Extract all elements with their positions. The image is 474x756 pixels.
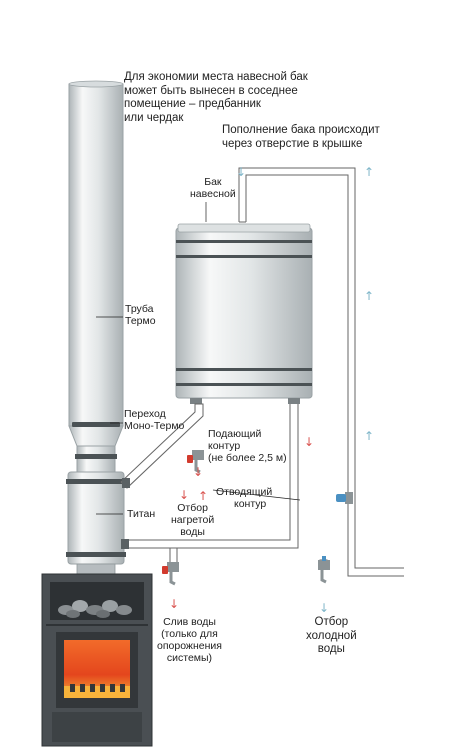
cold-outlet-label: Отбор холодной воды bbox=[306, 616, 357, 657]
titan-label-line: Титан bbox=[127, 508, 156, 520]
stove bbox=[41, 573, 153, 747]
transition-label-line: Переход bbox=[124, 408, 166, 420]
supply-circuit-label: Подающий контур (не более 2,5 м) bbox=[208, 428, 287, 464]
drain-label-line: системы) bbox=[166, 652, 213, 664]
tank-label: Бак навесной bbox=[190, 176, 236, 200]
refill-note-line: Пополнение бака происходит bbox=[222, 124, 380, 136]
leader-lines bbox=[96, 202, 301, 515]
top-note-line: или чердак bbox=[124, 111, 184, 124]
drain-valve bbox=[162, 562, 179, 586]
tank-label-line: навесной bbox=[190, 188, 236, 200]
drain-label: Слив воды (только для опорожнения систем… bbox=[157, 616, 222, 664]
hot-outlet-label: Отбор нагретой воды bbox=[171, 502, 214, 538]
refill-pipe bbox=[238, 167, 404, 577]
arrow-down-icon: ↓ bbox=[304, 435, 314, 449]
drain-branch bbox=[169, 547, 328, 569]
refill-note: Пополнение бака происходит через отверст… bbox=[222, 124, 380, 151]
arrow-down-icon: ↓ bbox=[179, 488, 189, 502]
cold-outlet-line: холодной bbox=[306, 629, 357, 642]
pipe-label-line: Труба bbox=[125, 303, 154, 315]
hot-outlet-line: воды bbox=[180, 526, 205, 538]
pipe-label-line: Термо bbox=[125, 315, 156, 327]
hot-outlet-line: Отбор bbox=[177, 502, 208, 514]
flow-arrows: ↓ ↑ ↑ ↑ ↓ ↓ ↓ ↓ ↑ ↓ bbox=[169, 165, 374, 615]
cold-outlet-line: воды bbox=[317, 643, 345, 655]
return-label-line: Отводящий bbox=[216, 486, 273, 498]
arrow-up-icon: ↑ bbox=[364, 289, 374, 303]
chimney-pipe-termo bbox=[68, 80, 124, 427]
arrow-up-icon: ↑ bbox=[198, 489, 208, 503]
return-circuit-pipe bbox=[128, 404, 299, 549]
arrow-down-icon: ↓ bbox=[236, 165, 246, 179]
transition-mono-termo bbox=[68, 422, 124, 473]
refill-note-line: через отверстие в крышке bbox=[222, 137, 363, 150]
titan-heater bbox=[66, 471, 126, 575]
supply-label-line: контур bbox=[208, 440, 241, 452]
arrow-down-icon: ↓ bbox=[193, 465, 203, 479]
arrow-down-icon: ↓ bbox=[169, 597, 179, 611]
return-label-line: контур bbox=[234, 498, 267, 510]
arrow-up-icon: ↑ bbox=[364, 165, 374, 179]
cold-outlet-line: Отбор bbox=[314, 616, 349, 628]
hot-outlet-line: нагретой bbox=[171, 514, 215, 526]
stones bbox=[58, 600, 132, 618]
refill-valve bbox=[336, 492, 353, 504]
hot-water-valve bbox=[187, 450, 204, 474]
pipe-termo-label: Труба Термо bbox=[125, 303, 156, 327]
transition-label: Переход Моно-Термо bbox=[124, 408, 184, 432]
arrow-up-icon: ↑ bbox=[364, 429, 374, 443]
tank-label-line: Бак bbox=[204, 176, 222, 188]
drain-label-line: Слив воды bbox=[163, 616, 216, 628]
top-note: Для экономии места навесной бак может бы… bbox=[124, 71, 308, 125]
supply-label-line: (не более 2,5 м) bbox=[208, 452, 287, 464]
drain-label-line: опорожнения bbox=[157, 640, 222, 652]
drain-label-line: (только для bbox=[161, 628, 218, 640]
cold-water-valve bbox=[318, 556, 330, 584]
return-circuit-label: Отводящий контур bbox=[216, 486, 272, 510]
grate bbox=[64, 684, 130, 698]
supply-label-line: Подающий bbox=[208, 428, 262, 440]
transition-label-line: Моно-Термо bbox=[124, 420, 185, 432]
arrow-down-icon: ↓ bbox=[319, 601, 329, 615]
fittings bbox=[121, 478, 130, 549]
top-note-line: помещение – предбанник bbox=[124, 98, 261, 110]
hanging-tank bbox=[175, 223, 313, 404]
top-note-line: Для экономии места навесной бак bbox=[124, 71, 308, 83]
top-note-line: может быть вынесен в соседнее bbox=[124, 84, 298, 97]
titan-label: Титан bbox=[127, 508, 155, 520]
